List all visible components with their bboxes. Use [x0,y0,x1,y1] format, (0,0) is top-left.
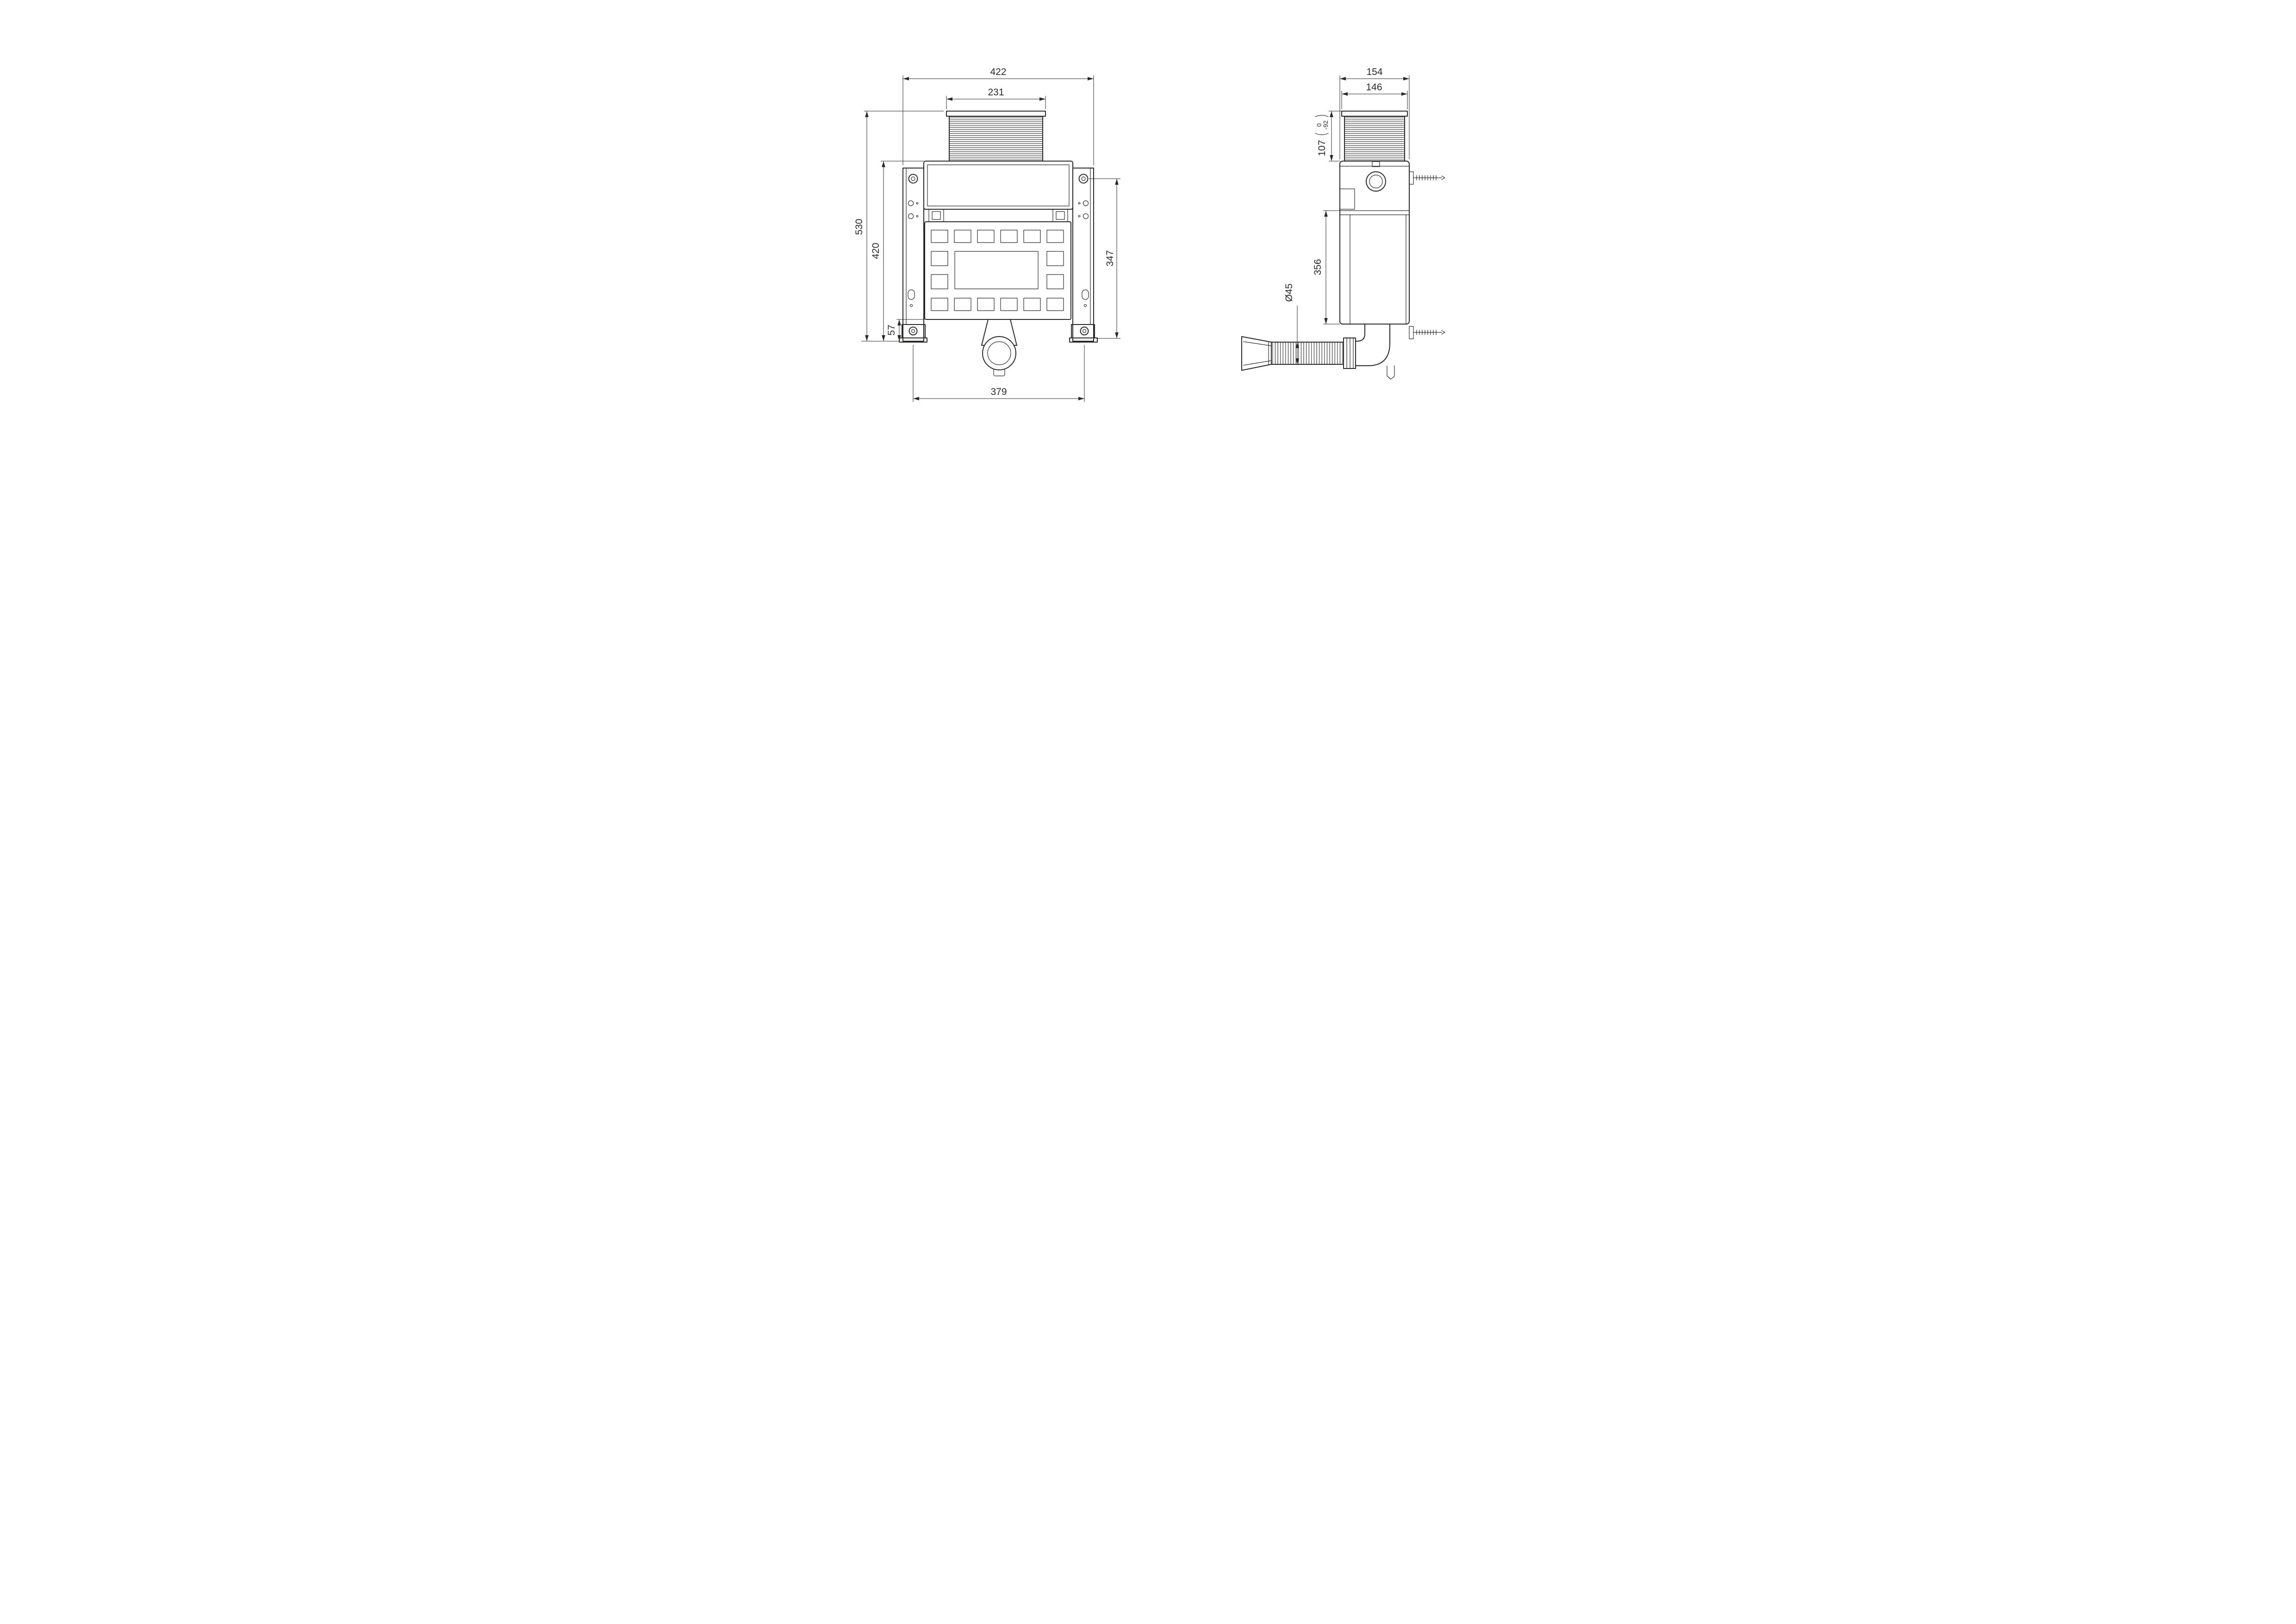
side-outlet-elbow [1354,324,1395,380]
front-right-clip [1052,209,1068,222]
drawing-sheet: 422 231 530 420 57 347 [791,0,1505,504]
svg-text:0: 0 [1316,123,1323,127]
svg-text:107: 107 [1317,140,1327,156]
front-right-foot [1069,324,1098,343]
front-access-panel [924,221,1071,320]
front-outlet [981,319,1017,376]
dim-label-front-overall-height: 530 [854,219,865,235]
dim-label-front-shaft-width: 231 [988,87,1004,98]
dim-label-front-fixing-distance: 379 [990,387,1007,397]
dim-side-overall-depth: 154 [1339,67,1409,159]
dim-front-foot-height: 57 [886,319,925,341]
svg-text:-92: -92 [1322,120,1329,130]
dim-side-shaft-adjustment: 107 0 -92 [1314,111,1342,162]
front-right-rail [1069,168,1098,343]
side-bottom-fixing-screw [1408,326,1445,339]
side-corrugated-pipe [1270,342,1344,365]
side-pipe-cone [1241,336,1272,371]
front-left-rail [898,168,927,343]
dim-side-cistern-height: 356 [1313,210,1340,325]
side-flush-shaft [1341,111,1408,162]
front-left-clip [928,209,944,222]
dim-front-frame-height: 420 [871,161,924,341]
dim-label-side-overall-depth: 154 [1366,67,1382,77]
side-fill-valve [1365,161,1386,192]
dim-label-side-shaft-depth: 146 [1366,82,1382,93]
dim-side-outlet-diameter: Ø45 [1284,283,1299,364]
side-view: 154 146 107 0 -92 356 [1241,67,1445,380]
front-view: 422 231 530 420 57 347 [854,67,1120,402]
side-cistern-body [1339,161,1410,325]
dim-front-overall-width: 422 [902,67,1094,165]
dim-front-fixing-distance: 379 [913,345,1084,402]
dim-label-side-cistern-height: 356 [1313,259,1323,275]
dim-front-bracket-height: 347 [1089,178,1120,339]
dim-label-front-bracket-height: 347 [1105,250,1115,266]
dim-label-front-foot-height: 57 [886,325,897,335]
dim-label-side-outlet-diameter: Ø45 [1284,283,1294,302]
front-cistern-upper [923,161,1073,222]
side-top-fixing-screw [1408,171,1445,185]
dim-side-shaft-depth: 146 [1341,82,1407,109]
dim-label-front-frame-height: 420 [871,243,881,259]
dim-front-shaft-width: 231 [946,87,1045,109]
dim-label-side-shaft-adjustment: 107 0 -92 [1314,115,1329,156]
front-flush-shaft [946,111,1046,162]
side-pipe-connector [1343,337,1356,369]
dim-front-overall-height: 530 [854,111,944,342]
dim-label-front-overall-width: 422 [990,67,1006,77]
technical-drawing: 422 231 530 420 57 347 [854,67,1445,402]
